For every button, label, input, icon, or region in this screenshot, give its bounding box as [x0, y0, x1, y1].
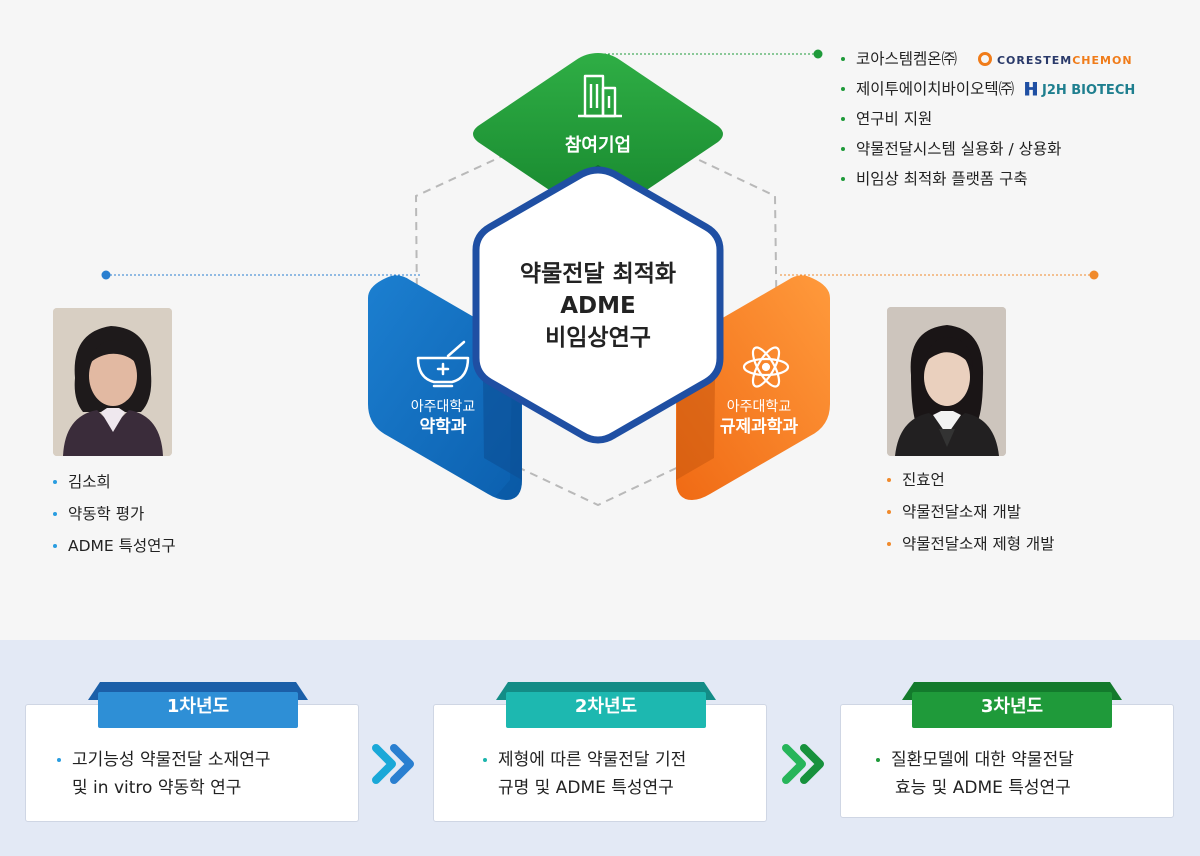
right-person-list: 진효언 약물전달소재 개발 약물전달소재 제형 개발 — [886, 464, 1054, 560]
left-person-name: 김소희 — [52, 466, 176, 498]
center-title: 약물전달 최적화 ADME 비임상연구 — [498, 258, 698, 354]
left-node-department: 약학과 — [419, 417, 467, 437]
top-node-label: 참여기업 — [564, 135, 632, 156]
avatar-left-professor — [53, 308, 172, 456]
center-hexagon — [472, 166, 724, 444]
left-person-item-2: 약동학 평가 — [52, 498, 176, 530]
year-2-line-2: 규명 및 ADME 특성연구 — [498, 778, 674, 798]
logo-chemon: CHEMON — [1072, 53, 1133, 67]
year-1-line-2: 및 in vitro 약동학 연구 — [72, 778, 242, 798]
center-title-line2: ADME — [560, 293, 636, 319]
year-3-line-1: 질환모델에 대한 약물전달 — [875, 747, 1074, 773]
left-person-list: 김소희 약동학 평가 ADME 특성연구 — [52, 466, 176, 562]
dashed-hexagon-outline — [414, 110, 780, 507]
company-list: 코아스템켐온㈜ CORESTEMCHEMON 제이투에이치바이오텍㈜ J2H B… — [840, 44, 1135, 194]
leader-dot-right — [1089, 270, 1099, 280]
right-node-label: 아주대학교 규제과학과 — [700, 398, 818, 438]
left-person-item-3: ADME 특성연구 — [52, 530, 176, 562]
j2h-logo-mark — [1025, 81, 1038, 96]
corestem-chemon-logo: CORESTEMCHEMON — [978, 51, 1133, 69]
chevron-right-icon — [782, 744, 824, 784]
center-title-line1: 약물전달 최적화 — [519, 261, 677, 287]
building-icon — [578, 74, 622, 118]
participating-company-node — [473, 53, 723, 215]
year-1-label: 1차년도 — [166, 696, 230, 717]
company-item-2: 제이투에이치바이오텍㈜ J2H BIOTECH — [840, 74, 1135, 104]
right-node-department: 규제과학과 — [719, 417, 799, 437]
year-1-line-1: 고기능성 약물전달 소재연구 — [56, 747, 271, 773]
year-3-line-2: 효능 및 ADME 특성연구 — [895, 778, 1071, 798]
right-person-name: 진효언 — [886, 464, 1054, 496]
leader-dot-left — [101, 270, 111, 280]
year-3-description: 질환모델에 대한 약물전달 — [875, 747, 1074, 773]
year-1-description: 고기능성 약물전달 소재연구 — [56, 747, 271, 773]
center-title-line3: 비임상연구 — [545, 325, 651, 351]
year-1-tab-shape — [88, 682, 308, 728]
j2h-biotech-logo: J2H BIOTECH — [1025, 81, 1135, 99]
left-node-label: 아주대학교 약학과 — [388, 398, 498, 438]
company-item-5: 비임상 최적화 플랫폼 구축 — [840, 164, 1135, 194]
company-item-3: 연구비 지원 — [840, 104, 1135, 134]
left-node-university: 아주대학교 — [410, 399, 476, 415]
venn-diagram — [101, 49, 1099, 507]
year-2-description: 제형에 따른 약물전달 기전 — [482, 747, 686, 773]
logo-corestem: CORESTEM — [996, 53, 1073, 67]
year-2-line-1: 제형에 따른 약물전달 기전 — [482, 747, 686, 773]
corestem-logo-mark — [978, 51, 992, 66]
portrait-left-icon — [53, 308, 172, 456]
company-item-1: 코아스템켐온㈜ CORESTEMCHEMON — [840, 44, 1135, 74]
year-3-label: 3차년도 — [980, 696, 1044, 717]
year-3-tab-shape — [902, 682, 1122, 728]
leader-dot-companies — [813, 49, 823, 59]
right-person-item-3: 약물전달소재 제형 개발 — [886, 528, 1054, 560]
avatar-right-professor — [887, 307, 1006, 456]
year-2-tab-shape — [496, 682, 716, 728]
chevron-right-icon — [372, 744, 414, 784]
company-item-4: 약물전달시스템 실용화 / 상용화 — [840, 134, 1135, 164]
logo-j2h-biotech: J2H BIOTECH — [1041, 82, 1136, 98]
year-2-label: 2차년도 — [574, 696, 638, 717]
portrait-right-icon — [887, 307, 1006, 456]
mortar-pestle-icon — [416, 340, 470, 388]
right-node-university: 아주대학교 — [726, 399, 792, 415]
right-person-item-2: 약물전달소재 개발 — [886, 496, 1054, 528]
atom-icon — [742, 346, 790, 388]
